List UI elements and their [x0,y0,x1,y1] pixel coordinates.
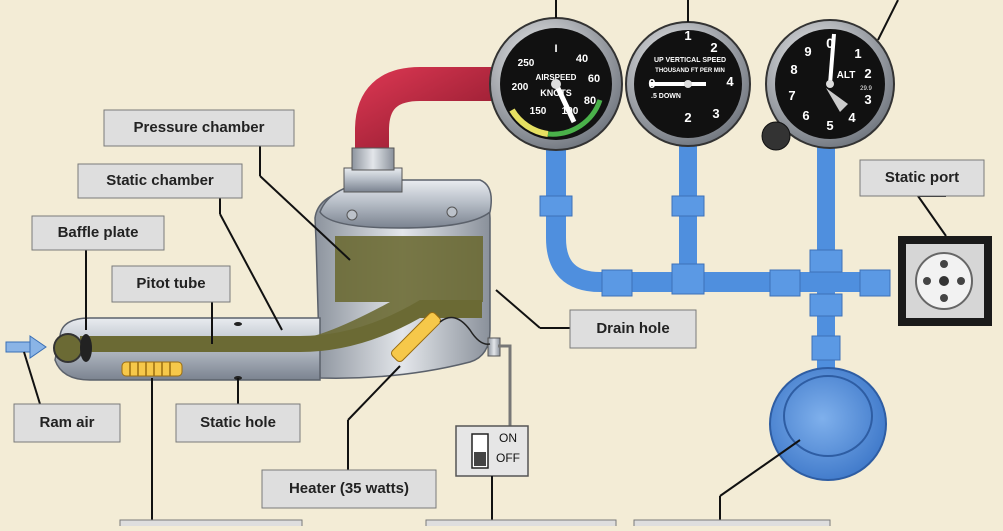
vertical-speed-indicator: 1 2 4 2 3 0 UP VERTICAL SPEED THOUSAND F… [625,21,751,147]
vsi-label-line1: UP VERTICAL SPEED [654,57,726,64]
label-baffle-plate-text: Baffle plate [58,224,139,241]
heater-switch[interactable]: ON OFF [455,425,529,477]
alt-label: ALT [837,70,856,81]
alt-tick-4: 4 [848,110,856,125]
label-pitot-tube-text: Pitot tube [136,275,205,292]
alt-tick-5: 5 [826,118,833,133]
label-cutoff-1 [119,519,303,531]
asi-label-line2: KNOTS [540,88,572,98]
alt-tick-2: 2 [864,66,871,81]
vsi-tick-1-top: 1 [684,28,691,43]
label-heater: Heater (35 watts) [261,469,437,509]
alt-tick-6: 6 [802,108,809,123]
label-pitot-tube: Pitot tube [111,265,231,303]
label-drain-hole-text: Drain hole [596,320,669,337]
switch-off-label: OFF [496,451,520,465]
alt-tick-0: 0 [826,35,834,51]
static-port [898,236,992,326]
alt-tick-1: 1 [854,46,861,61]
label-ram-air: Ram air [13,403,121,443]
vsi-label-line2: THOUSAND FT PER MIN [655,68,725,74]
label-baffle-plate: Baffle plate [31,215,165,251]
label-static-chamber: Static chamber [77,163,243,199]
asi-tick-40: 40 [576,53,588,65]
alt-tick-8: 8 [790,62,797,77]
vsi-tick-4: 4 [726,74,734,89]
ram-air-arrow [5,335,47,359]
alt-kollsman: 29.9 [860,86,872,92]
alt-tick-7: 7 [788,88,795,103]
vsi-tick-2-top: 2 [710,40,717,55]
asi-tick-250: 250 [518,58,535,69]
asi-tick-60: 60 [588,73,600,85]
static-reservoir [769,367,887,481]
label-drain-hole: Drain hole [569,309,697,349]
airspeed-indicator: I 40 60 80 100 150 200 250 AIRSPEED KNOT… [489,17,623,151]
label-pressure-chamber-text: Pressure chamber [134,119,265,136]
asi-label-line1: AIRSPEED [536,73,577,82]
label-cutoff-3 [633,519,831,531]
label-static-port: Static port [859,159,985,197]
altimeter: 0 1 2 3 4 5 6 7 8 9 ALT 29.9 [761,19,895,151]
label-static-hole-text: Static hole [200,414,276,431]
label-heater-text: Heater (35 watts) [289,480,409,497]
alt-tick-9: 9 [804,44,811,59]
vsi-tick-2-bottom: 2 [684,110,691,125]
static-line-tubing [539,140,891,380]
asi-tick-top: I [554,43,557,55]
switch-on-label: ON [499,431,517,445]
label-static-chamber-text: Static chamber [106,172,214,189]
pitot-pressure-line [355,67,510,160]
asi-tick-80: 80 [584,95,596,107]
label-cutoff-2 [425,519,617,531]
alt-tick-3: 3 [864,92,871,107]
pitot-probe [53,147,512,428]
label-static-hole: Static hole [175,403,301,443]
label-static-port-text: Static port [885,169,959,186]
asi-tick-200: 200 [512,82,529,93]
vsi-down-label: .5 DOWN [651,93,681,100]
label-ram-air-text: Ram air [39,414,94,431]
asi-tick-150: 150 [530,106,547,117]
label-pressure-chamber: Pressure chamber [103,109,295,147]
vsi-tick-3: 3 [712,106,719,121]
